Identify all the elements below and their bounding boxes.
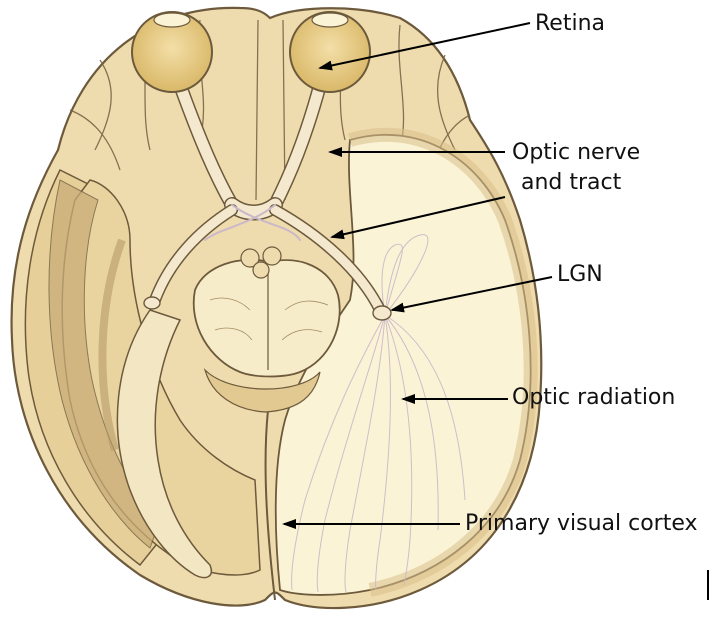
brainstem — [192, 258, 341, 378]
lgn-pointer — [390, 276, 553, 313]
right-eye — [289, 11, 371, 93]
label-optic-nerve: Optic nerve — [512, 140, 641, 165]
label-optic-tract: and tract — [521, 170, 622, 195]
optic-tract-pointer — [330, 196, 506, 240]
label-retina: Retina — [535, 11, 605, 36]
left-hatched-region — [48, 179, 161, 549]
optic-pathway — [149, 78, 386, 316]
left-optic-radiation — [116, 309, 212, 579]
label-lgn: LGN — [557, 262, 603, 287]
label-optic-radiation: Optic radiation — [512, 385, 676, 410]
retina-pointer — [318, 22, 531, 71]
label-primary-visual-cortex: Primary visual cortex — [465, 511, 698, 536]
optic-radiation-fibers — [291, 234, 466, 593]
text-cursor — [707, 570, 709, 600]
left-eye — [131, 11, 213, 93]
lgn-nucleus — [372, 305, 392, 321]
